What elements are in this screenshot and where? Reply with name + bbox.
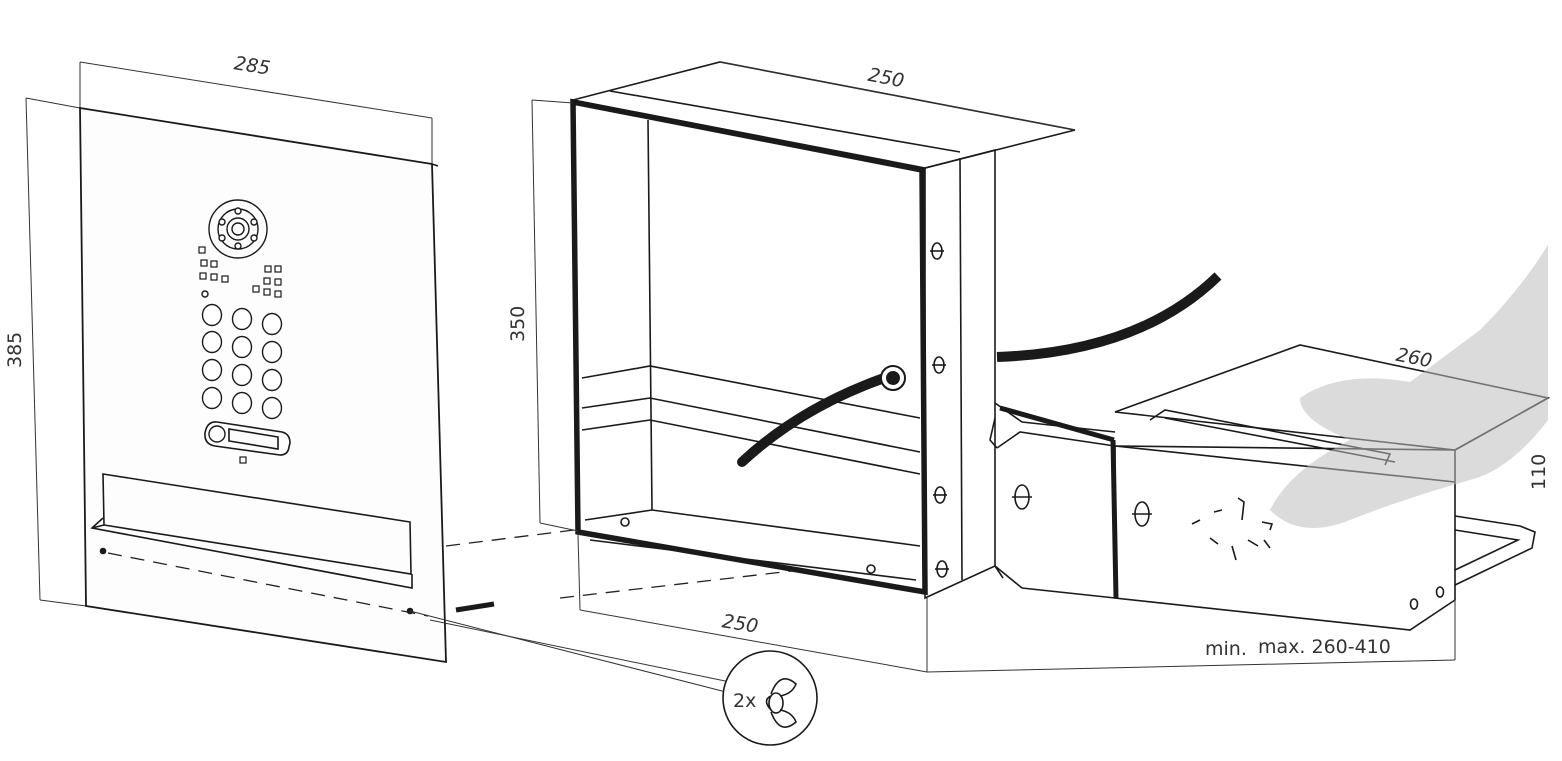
letter-slot bbox=[90, 473, 413, 589]
box-top-width-label: 250 bbox=[866, 64, 906, 93]
status-indicator-icons bbox=[198, 246, 282, 298]
min-label: min. bbox=[1205, 638, 1247, 660]
sleeve-depth-label: 260 bbox=[1394, 344, 1434, 373]
sleeve-height-label: 110 bbox=[1528, 454, 1550, 490]
wingnut-quantity: 2x bbox=[733, 690, 756, 712]
alignment-marks bbox=[1191, 497, 1274, 561]
wingnut-callout: 2x bbox=[409, 610, 818, 746]
box-bottom-width-label: 250 bbox=[721, 610, 760, 637]
assembly-guides bbox=[107, 529, 801, 617]
keypad bbox=[201, 303, 283, 420]
panel-width-label: 285 bbox=[233, 52, 272, 79]
wingnut-icon bbox=[765, 678, 797, 728]
front-panel: 285 385 bbox=[4, 52, 447, 664]
call-button-and-nameplate bbox=[204, 421, 291, 464]
panel-height-label: 385 bbox=[4, 332, 26, 368]
extension-sleeve: 260 110 min. max. 260-410 bbox=[926, 245, 1551, 673]
panel-screw-hole-left bbox=[99, 547, 107, 555]
box-height-label: 350 bbox=[507, 306, 529, 342]
max-range-label: max. 260-410 bbox=[1258, 636, 1391, 658]
hand-illustration bbox=[1270, 245, 1548, 528]
box-side-holes bbox=[930, 242, 949, 578]
mounting-box: 250 350 bbox=[507, 61, 1222, 673]
camera-icon bbox=[208, 199, 268, 259]
